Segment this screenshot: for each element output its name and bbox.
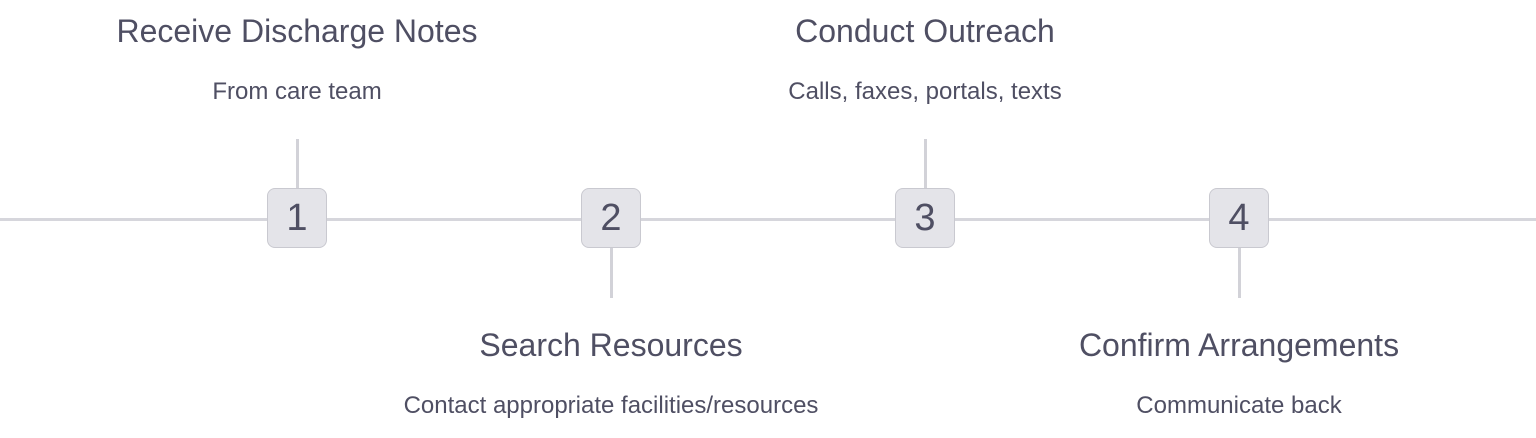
step-4-description: Communicate back (1136, 392, 1342, 419)
step-3-description: Calls, faxes, portals, texts (788, 78, 1062, 105)
step-2-description: Contact appropriate facilities/resources (403, 392, 819, 419)
step-3-title: Conduct Outreach (795, 13, 1055, 49)
step-1-title: Receive Discharge Notes (116, 13, 478, 49)
step-2-title: Search Resources (479, 327, 743, 363)
timeline-line (0, 218, 1536, 221)
step-3-connector (924, 139, 927, 188)
step-1-description: From care team (212, 78, 382, 105)
step-4-badge: 4 (1209, 188, 1269, 248)
step-4-title: Confirm Arrangements (1078, 327, 1400, 363)
step-4-connector (1238, 248, 1241, 298)
step-1-badge: 1 (267, 188, 327, 248)
step-2-badge: 2 (581, 188, 641, 248)
step-3-badge: 3 (895, 188, 955, 248)
step-1-connector (296, 139, 299, 188)
step-2-connector (610, 248, 613, 298)
